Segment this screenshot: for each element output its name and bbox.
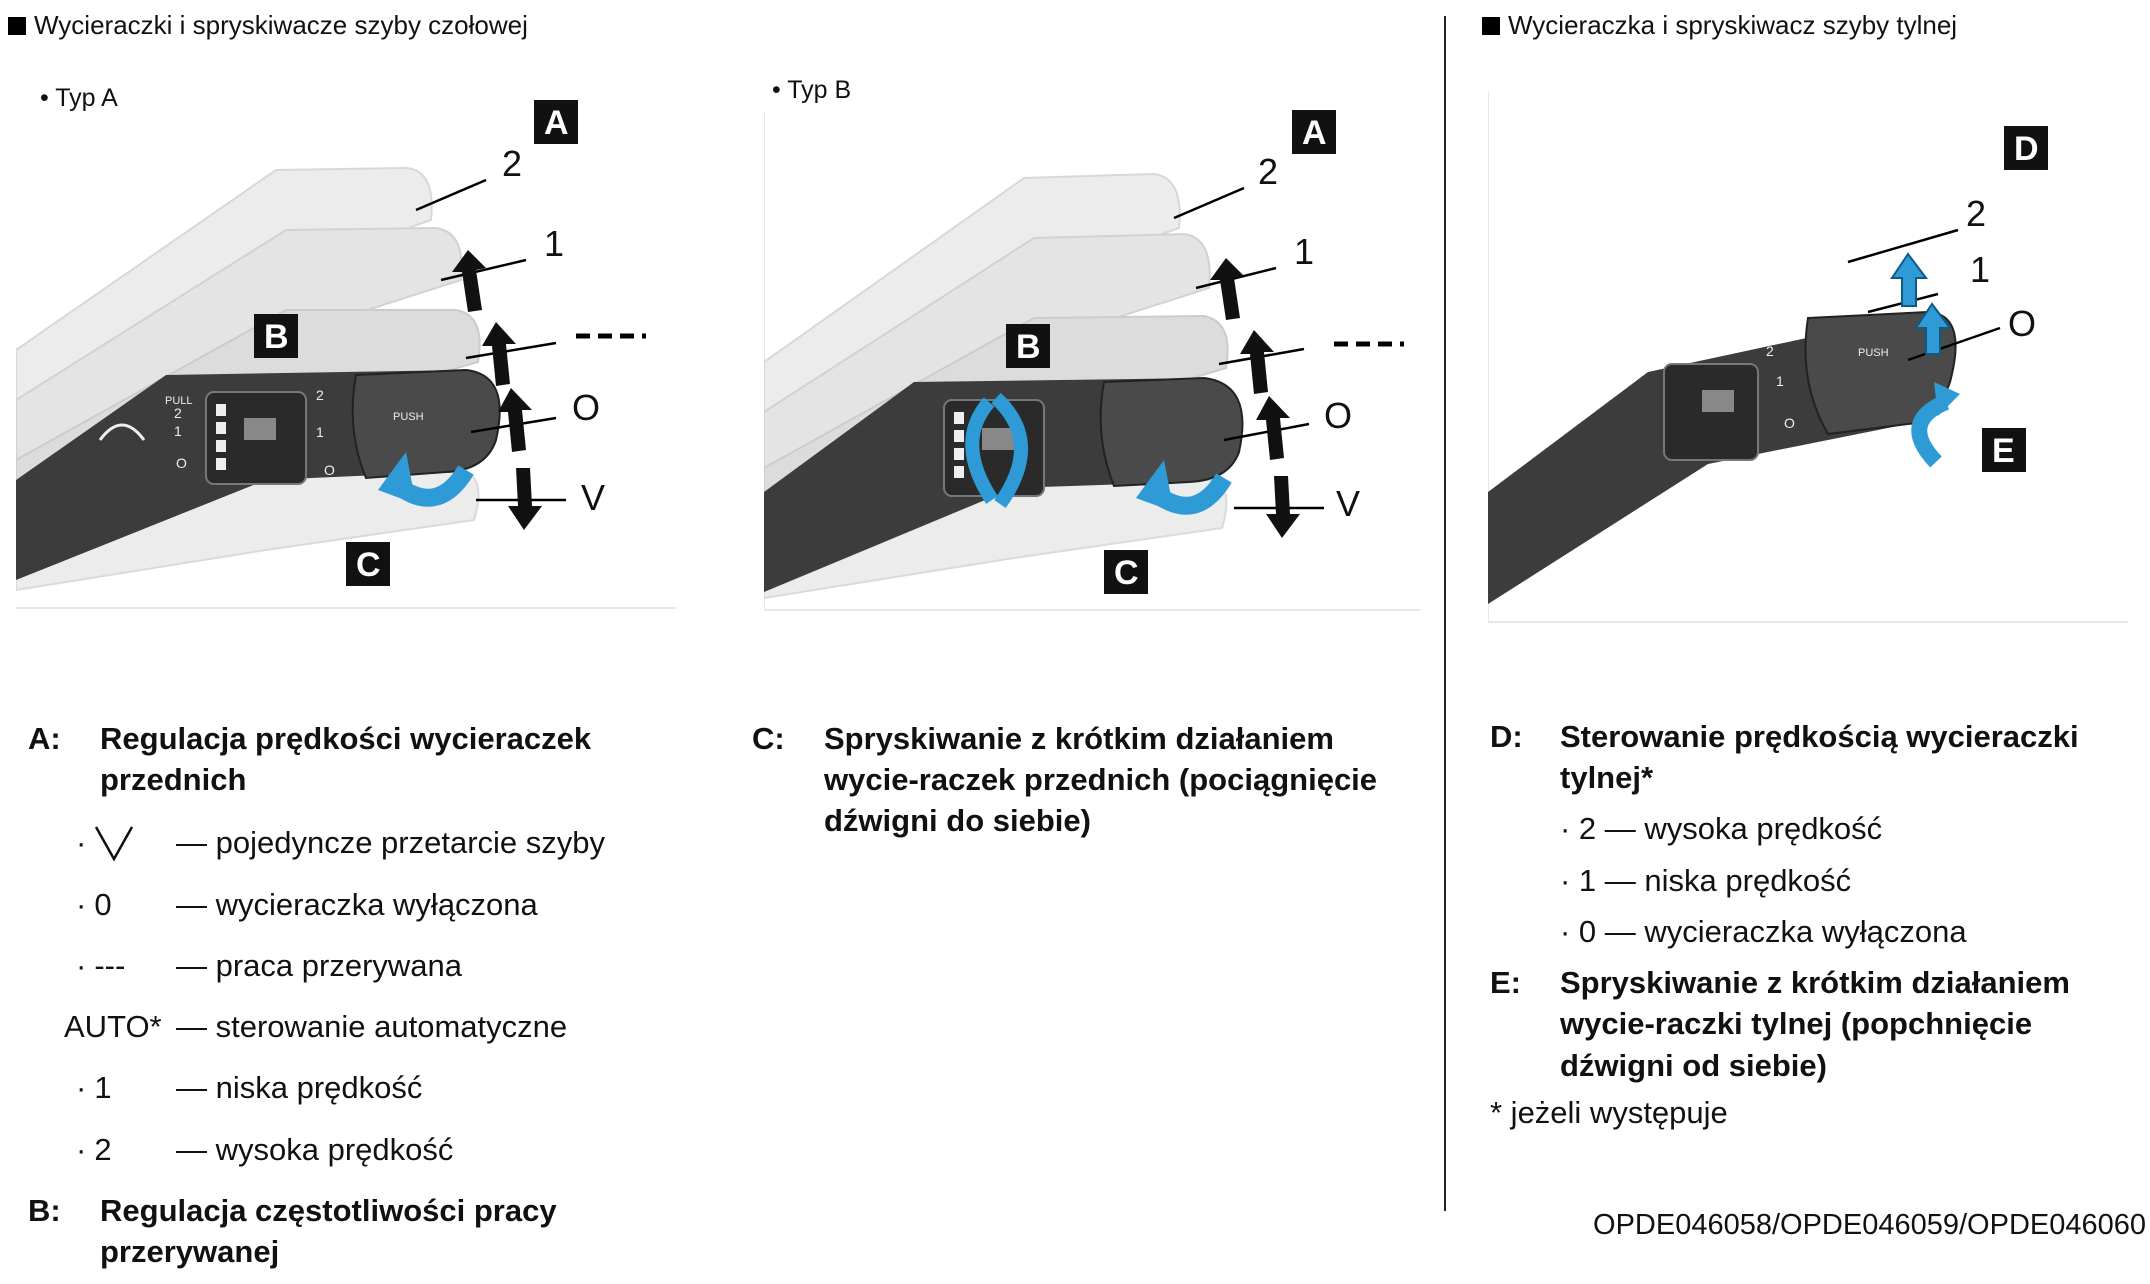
position-0: O [572,387,600,428]
legend-e-key: E: [1490,965,1521,1001]
svg-text:V: V [1336,483,1360,524]
svg-text:2: 2 [174,405,182,421]
square-bullet-icon [1482,16,1500,35]
legend-d-text: Sterowanie prędkością wycieraczki tylnej… [1560,719,2079,796]
svg-text:B: B [264,318,289,356]
type-a-label: • Typ A [40,84,118,112]
legend-a-text: Regulacja prędkości wycieraczek przednic… [100,721,592,798]
legend-e-text: Spryskiwanie z krótkim działaniem wycie-… [1560,965,2070,1083]
svg-text:O: O [2008,303,2036,344]
legend-rear: D: Sterowanie prędkością wycieraczki tyl… [1490,716,2150,1133]
svg-text:1: 1 [1970,249,1990,290]
svg-text:1: 1 [1776,373,1784,389]
legend-c: C: Spryskiwanie z krótkim działaniem wyc… [752,718,1392,854]
svg-text:A: A [544,104,569,142]
legend-b-key: B: [28,1192,61,1228]
type-b-label: • Typ B [772,76,852,104]
position-1: 1 [544,223,564,264]
legend-item: ·2 — wysoka prędkość [76,1131,454,1167]
svg-text:C: C [356,546,381,584]
square-bullet-icon [8,16,26,35]
legend-item: ·1 — niska prędkość [76,1070,423,1106]
svg-text:B: B [1016,328,1041,366]
svg-text:1: 1 [1294,231,1314,272]
v-mark-icon [95,826,134,862]
rear-section-title: Wycieraczka i spryskiwacz szyby tylnej [1508,10,1958,40]
svg-text:2: 2 [1966,193,1986,234]
position-v: V [581,477,605,518]
svg-text:PUSH: PUSH [1858,347,1889,359]
legend-d-item: · 1 — niska prędkość [1560,862,1852,898]
front-section-header: Wycieraczki i spryskiwacze szyby czołowe… [8,10,528,41]
legend-item: ·--- — praca przerywana [76,947,463,983]
legend-item: · — pojedyncze przetarcie szyby [76,825,606,862]
image-code: OPDE046058/OPDE046059/OPDE046060 [1593,1209,2146,1241]
legend-d-item: · 0 — wycieraczka wyłączona [1560,913,1967,949]
rear-section-header: Wycieraczka i spryskiwacz szyby tylnej [1482,10,1957,41]
legend-front: A: Regulacja prędkości wycieraczek przed… [28,718,728,1284]
svg-text:D: D [2014,130,2039,168]
legend-c-text: Spryskiwanie z krótkim działaniem wycie-… [824,721,1378,839]
svg-text:2: 2 [316,387,324,403]
front-section-title: Wycieraczki i spryskiwacze szyby czołowe… [34,10,528,40]
svg-text:O: O [176,455,187,471]
svg-text:1: 1 [174,423,182,439]
legend-d-key: D: [1490,719,1523,754]
svg-text:1: 1 [316,424,324,440]
legend-a-key: A: [28,721,61,756]
svg-text:2: 2 [1258,151,1278,192]
position-2: 2 [502,143,522,184]
svg-text:2: 2 [1766,343,1774,359]
svg-text:A: A [1302,114,1327,152]
svg-text:E: E [1992,432,2015,470]
svg-text:O: O [1784,415,1795,431]
legend-b-text: Regulacja częstotliwości pracy przerywan… [100,1192,557,1269]
legend-d-item: · 2 — wysoka prędkość [1560,811,1883,847]
svg-text:PULL: PULL [165,395,193,407]
legend-item: AUTO* — sterowanie automatyczne [64,1009,568,1045]
column-divider [1444,16,1446,1211]
legend-item: ·0 — wycieraczka wyłączona [76,886,538,922]
svg-text:O: O [324,462,335,478]
svg-text:C: C [1114,554,1139,592]
svg-text:O: O [1324,395,1352,436]
footnote: * jeżeli występuje [1490,1094,1728,1130]
svg-text:PUSH: PUSH [393,411,424,423]
legend-c-key: C: [752,721,785,756]
